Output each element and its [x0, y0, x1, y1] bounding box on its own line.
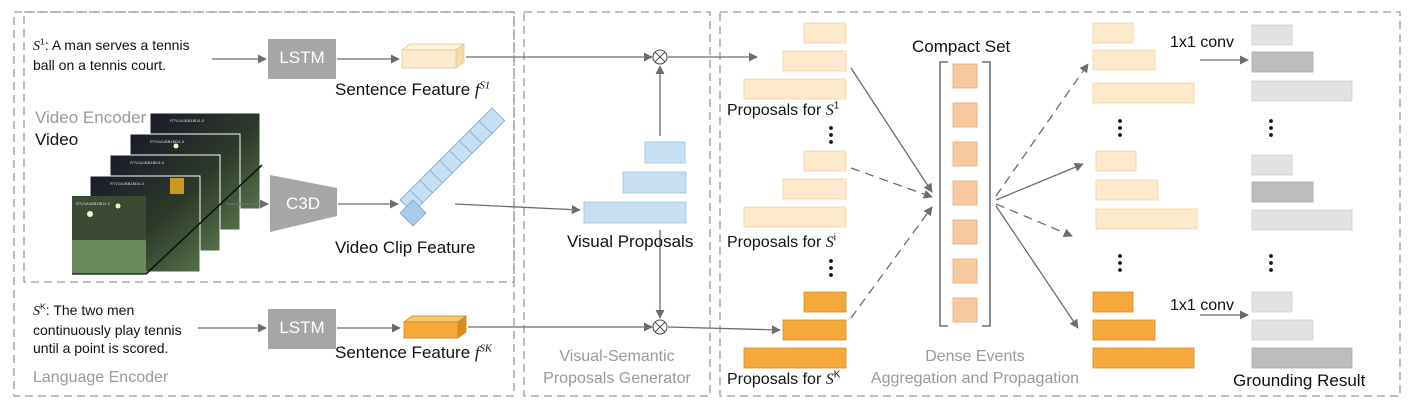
frame-caption-3: RTV1A1BB1BD4-0: [130, 160, 164, 165]
ellipsis-propagated-1: [1118, 119, 1122, 137]
visual-proposal-bar-2: [622, 171, 687, 194]
proposal-si-bar-1: [803, 150, 847, 172]
proposal-sk-bar-3: [743, 347, 847, 369]
ellipsis-grounding-1: [1269, 119, 1273, 137]
propagated-1-bar-2: [1092, 49, 1156, 71]
grounding-result-label: Grounding Result: [1233, 371, 1366, 390]
lstm-box-top: [268, 39, 336, 79]
video-label: Video: [35, 130, 79, 149]
ellipsis-proposals-1: [829, 126, 833, 144]
grounding-1-bar-2: [1251, 51, 1314, 73]
ellipsis-propagated-2: [1118, 254, 1122, 272]
dense-events-border: [719, 11, 1401, 397]
vspg-border: [523, 11, 711, 397]
proposal-s1-bar-3: [743, 78, 847, 100]
proposals-si-label: Proposals for Si: [727, 232, 836, 251]
visual-proposals-label: Visual Proposals: [567, 232, 694, 251]
propagated-k-bar-1: [1092, 291, 1134, 313]
grounding-k-bar-3: [1251, 347, 1353, 369]
visual-proposal-bar-3: [583, 201, 687, 224]
proposal-sk-bar-1: [803, 291, 847, 313]
lstm-top-label: LSTM: [279, 48, 325, 67]
multiply-node-bottom: [652, 319, 668, 335]
c3d-label: C3D: [285, 194, 320, 213]
frame-caption-4: RTV1A1BB1BD4-0: [110, 181, 144, 186]
grounding-k-bar-1: [1251, 291, 1293, 313]
propagated-1-bar-1: [1092, 22, 1134, 44]
grounding-i-bar-3: [1251, 209, 1353, 231]
proposals-s1-label: Proposals for S1: [727, 100, 840, 119]
dense-events-label: Dense Events Aggregation and Propagation: [870, 348, 1080, 387]
proposal-s1-bar-2: [782, 50, 847, 72]
video-encoder-label: Video Encoder: [35, 108, 147, 127]
conv-label-top: 1x1 conv: [1170, 34, 1235, 51]
propagated-k-bar-3: [1092, 347, 1195, 369]
sentence-feature-k-bar: [402, 315, 468, 339]
c3d-trapezoid: [270, 175, 337, 232]
compact-set-label: Compact Set: [912, 37, 1011, 56]
language-encoder-label: Language Encoder: [33, 369, 169, 386]
lstm-bottom-label: LSTM: [279, 318, 325, 337]
grounding-1-bar-3: [1251, 80, 1353, 102]
frame-caption-2: RTV1A1BB1BD4-0: [150, 139, 184, 144]
multiply-node-top: [652, 49, 668, 65]
sentence-1-text: S1: A man serves a tennis ball on a tenn…: [33, 36, 190, 73]
video-clip-feature-label: Video Clip Feature: [335, 238, 476, 257]
grounding-i-bar-2: [1251, 181, 1314, 203]
sentence-feature-1-label: Sentence Feature fS1: [335, 80, 491, 99]
lstm-box-bottom: [268, 309, 336, 349]
grounding-i-bar-1: [1251, 154, 1293, 176]
sentence-k-text: SK: The two men continuously play tennis…: [33, 301, 182, 356]
propagated-i-bar-3: [1095, 208, 1198, 230]
video-clip-feature-stack: [399, 107, 506, 227]
proposals-sk-label: Proposals for SK: [727, 369, 841, 388]
frame-caption-1: RTV1A1BB1BD4-0: [170, 118, 204, 123]
proposal-si-bar-2: [782, 178, 847, 200]
sentence-feature-k-label: Sentence Feature fSK: [335, 343, 492, 362]
vspg-label: Visual-Semantic Proposals Generator: [543, 348, 691, 387]
grounding-1-bar-1: [1251, 24, 1293, 46]
video-encoder-border: [23, 11, 515, 283]
conv-label-bottom: 1x1 conv: [1170, 297, 1235, 314]
sentence-feature-1-bar: [400, 43, 466, 69]
video-frames: [72, 112, 263, 275]
ellipsis-proposals-2: [829, 259, 833, 277]
propagated-i-bar-2: [1095, 179, 1159, 201]
proposal-s1-bar-1: [803, 22, 847, 44]
grounding-k-bar-2: [1251, 319, 1314, 341]
propagated-1-bar-3: [1092, 82, 1195, 104]
arrows: [198, 52, 1249, 335]
propagated-k-bar-2: [1092, 319, 1156, 341]
propagated-i-bar-1: [1095, 150, 1137, 172]
compact-set: [939, 61, 991, 327]
proposal-si-bar-3: [743, 206, 847, 228]
ellipsis-grounding-2: [1269, 254, 1273, 272]
proposal-sk-bar-2: [782, 319, 847, 341]
frame-caption-5: RTV1A1BB1BD4-0: [76, 201, 110, 206]
visual-proposal-bar-1: [644, 141, 686, 164]
